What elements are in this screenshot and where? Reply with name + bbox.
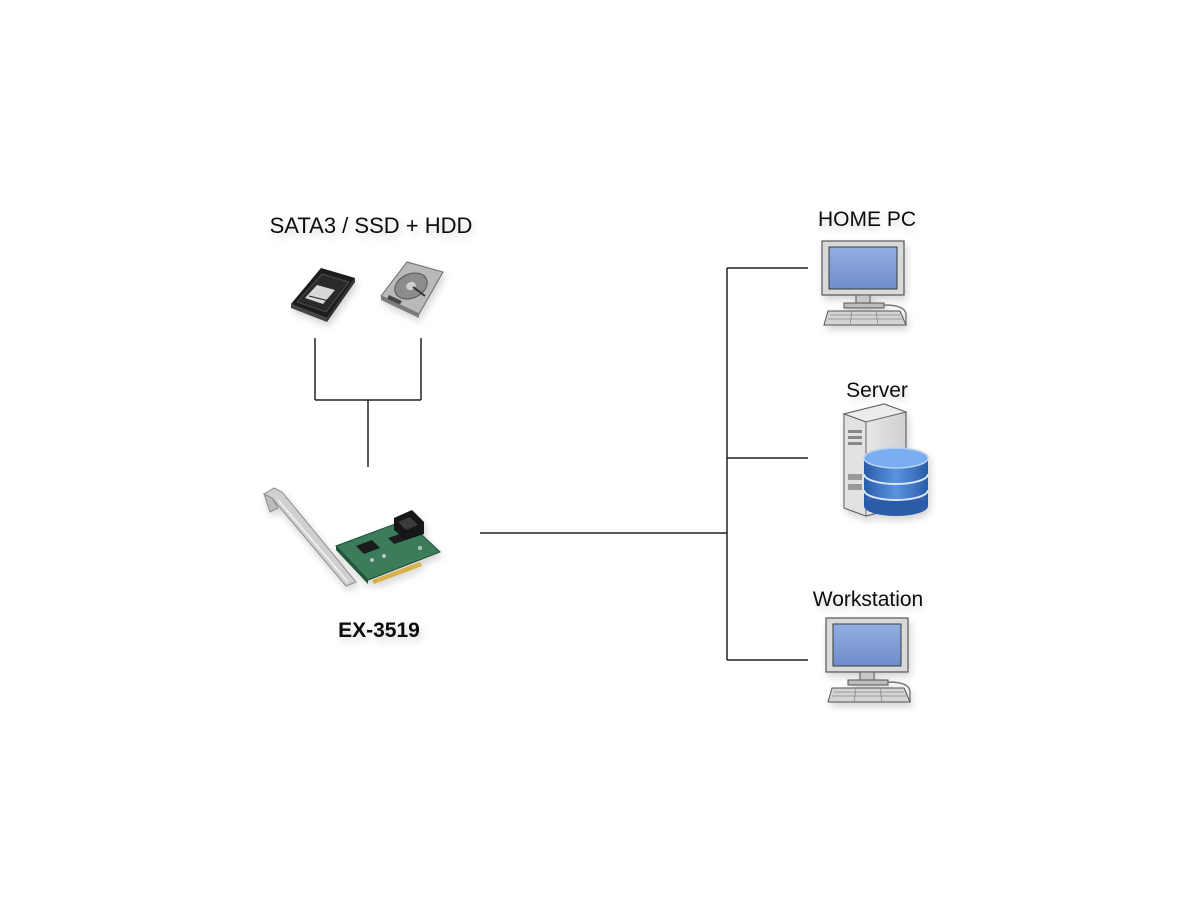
connector-lines <box>314 267 808 661</box>
card-label: EX-3519 <box>338 619 420 642</box>
server-database-icon <box>842 403 929 517</box>
storage-label: SATA3 / SSD + HDD <box>270 213 473 238</box>
workstation-label: Workstation <box>813 588 924 611</box>
ssd-icon <box>291 268 355 322</box>
desktop-pc-icon <box>821 240 907 326</box>
home-pc-label: HOME PC <box>818 208 916 231</box>
pcie-card-icon <box>262 487 441 587</box>
workstation-pc-icon <box>825 617 911 703</box>
hdd-icon <box>380 261 444 318</box>
server-label: Server <box>846 379 908 402</box>
